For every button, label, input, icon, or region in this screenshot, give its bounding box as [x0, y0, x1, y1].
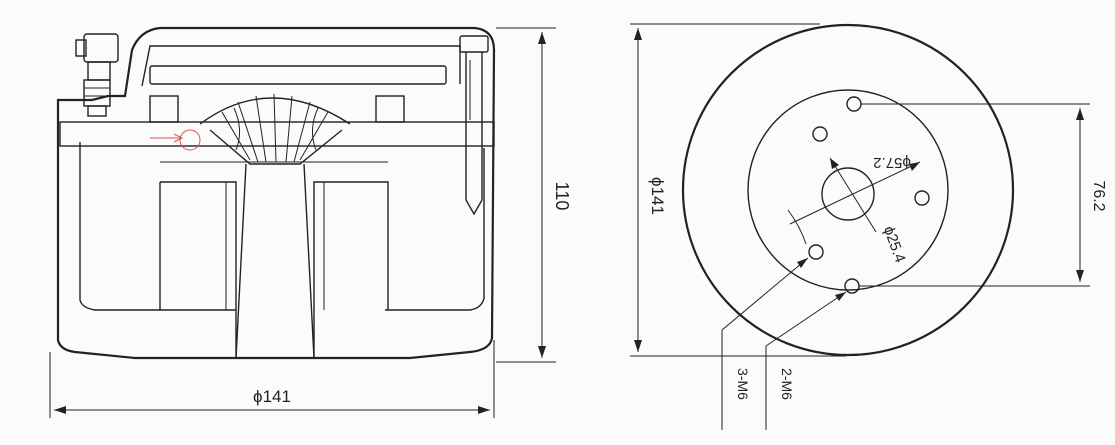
side-view: ϕ141 110 [49, 26, 572, 418]
right-post [375, 95, 405, 123]
pitch-leader [789, 161, 921, 225]
spacing-label: 76.2 [1090, 180, 1107, 211]
pitch-diameter-label: ϕ57.2 [873, 154, 911, 171]
holes-2-m6-label: 2-M6 [779, 368, 795, 400]
housing-inner-outline [79, 142, 485, 311]
side-height-label: 110 [552, 182, 572, 211]
hole-right [914, 190, 930, 206]
side-diameter-label: ϕ141 [253, 387, 291, 406]
center-taper [235, 163, 315, 359]
pitch-arc [787, 209, 807, 245]
impeller [199, 93, 351, 165]
top-view: ϕ57.2 ϕ25.4 ϕ141 76.2 3 [630, 23, 1107, 430]
side-height-dimension: 110 [496, 27, 572, 363]
hole-upper-left [812, 126, 828, 142]
center-bore [821, 167, 875, 221]
top-diameter-dimension: ϕ141 [630, 23, 846, 357]
mounting-bar [59, 121, 495, 147]
top-diameter-label: ϕ141 [648, 177, 667, 215]
top-slot [149, 65, 447, 85]
hole-lower-left [808, 244, 824, 260]
bore-leader [829, 157, 877, 233]
outer-flange-circle [681, 23, 1015, 357]
side-diameter-dimension: ϕ141 [49, 340, 495, 418]
right-bolt [459, 35, 489, 216]
bore-diameter-label: ϕ25.4 [880, 224, 909, 265]
bore-arrow [830, 158, 839, 169]
hole-bottom [844, 278, 860, 294]
spacing-dimension: 76.2 [859, 103, 1107, 287]
left-post [149, 95, 179, 123]
red-annotation [150, 129, 201, 151]
inner-circle [747, 89, 949, 291]
center-column [159, 181, 389, 358]
housing-outline [56, 26, 496, 360]
holes-3-m6-label: 3-M6 [735, 368, 751, 400]
hole-top [846, 96, 862, 112]
pitch-arrow [909, 162, 920, 171]
top-bracket [141, 45, 461, 87]
adjuster-knob [75, 33, 119, 117]
hole-callouts: 3-M6 2-M6 [721, 257, 847, 430]
